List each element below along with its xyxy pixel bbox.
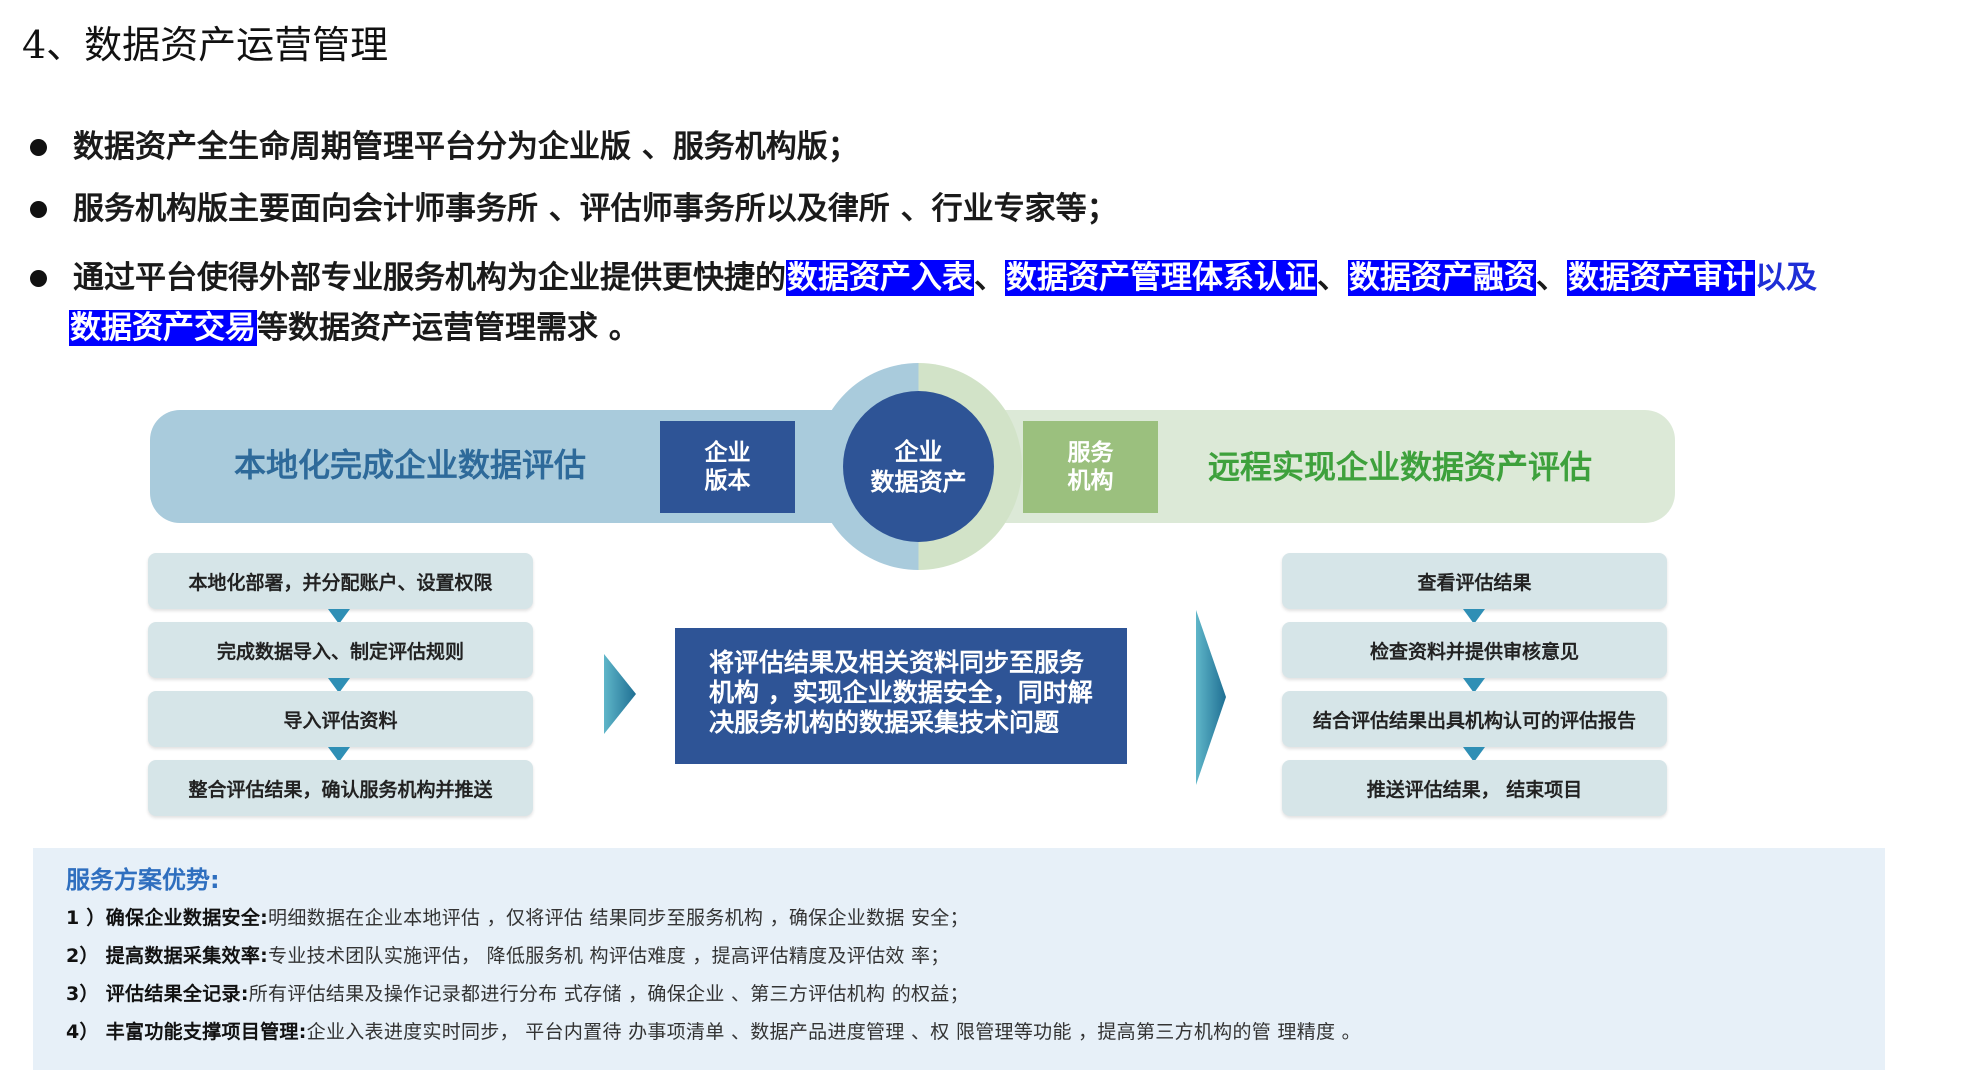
center-box-line: 决服务机构的数据采集技术问题 (709, 708, 1060, 737)
right-arrow-icon (1196, 610, 1226, 785)
left-step-2: 完成数据导入、制定评估规则 (148, 622, 533, 678)
right-step-1: 查看评估结果 (1282, 553, 1667, 609)
left-band (150, 410, 930, 523)
tag-line: 机构 (1067, 468, 1114, 494)
center-box-line: 将评估结果及相关资料同步至服务 (709, 648, 1085, 677)
circle-line: 企业 (894, 437, 943, 466)
highlight-data-asset-financing: 数据资产融资 (1348, 260, 1536, 296)
highlight-data-asset-trading: 数据资产交易 (69, 310, 257, 346)
bullet-2: 服务机构版主要面向会计师事务所 、评估师事务所以及律所 、行业专家等； (73, 191, 1118, 227)
bullet-dot (30, 270, 47, 287)
page-title: 4、数据资产运营管理 (22, 23, 389, 67)
bullet-dot (30, 139, 47, 156)
center-box-line: 机构 ，实现企业数据安全，同时解 (709, 678, 1093, 707)
bullet-dot (30, 201, 47, 218)
service-agency-tag: 服务 机构 (1023, 421, 1158, 513)
advantage-item-3: 3） 评估结果全记录:所有评估结果及操作记录都进行分布 式存储 ，确保企业 、第… (66, 979, 969, 1006)
left-step-4: 整合评估结果，确认服务机构并推送 (148, 760, 533, 816)
bullet-3-tail: 等数据资产运营管理需求 。 (257, 310, 640, 346)
circle-line: 数据资产 (870, 467, 967, 496)
advantages-title: 服务方案优势: (66, 866, 220, 894)
advantage-item-1: 1 ）确保企业数据安全:明细数据在企业本地评估 ，仅将评估 结果同步至服务机构 … (66, 903, 969, 930)
tag-line: 服务 (1067, 440, 1114, 466)
highlight-management-certification: 数据资产管理体系认证 (1005, 260, 1317, 296)
right-step-4: 推送评估结果， 结束项目 (1282, 760, 1667, 816)
down-arrow-icon (328, 609, 350, 624)
down-arrow-icon (328, 678, 350, 693)
right-arrow-icon (604, 654, 636, 734)
left-step-3: 导入评估资料 (148, 691, 533, 747)
right-step-3: 结合评估结果出具机构认可的评估报告 (1282, 691, 1667, 747)
down-arrow-icon (1463, 678, 1485, 693)
tag-line: 版本 (704, 468, 751, 494)
advantage-label: 4） 丰富功能支撑项目管理: (66, 1021, 307, 1043)
separator: 、 (974, 260, 1005, 296)
highlight-data-asset-audit: 数据资产审计 (1567, 260, 1755, 296)
right-band-label: 远程实现企业数据资产评估 (1207, 448, 1592, 486)
down-arrow-icon (328, 747, 350, 762)
separator: 、 (1317, 260, 1348, 296)
highlight-data-asset-booking: 数据资产入表 (786, 260, 974, 296)
bullet-3-and: 以及 (1755, 260, 1817, 296)
bullet-3-line-2: 数据资产交易等数据资产运营管理需求 。 (69, 304, 640, 352)
bullet-3-lead: 通过平台使得外部专业服务机构为企业提供更快捷的 (73, 260, 786, 296)
separator: 、 (1536, 260, 1567, 296)
left-band-label: 本地化完成企业数据评估 (233, 446, 586, 484)
advantage-label: 1 ）确保企业数据安全: (66, 907, 269, 929)
advantage-text: 所有评估结果及操作记录都进行分布 式存储 ，确保企业 、第三方评估机构 的权益； (248, 983, 969, 1005)
center-description-box: 将评估结果及相关资料同步至服务 机构 ，实现企业数据安全，同时解 决服务机构的数… (675, 628, 1127, 764)
advantage-label: 2） 提高数据采集效率: (66, 945, 269, 967)
tag-line: 企业 (704, 440, 751, 466)
center-circle: 企业 数据资产 (843, 391, 994, 542)
advantage-text: 明细数据在企业本地评估 ，仅将评估 结果同步至服务机构 ，确保企业数据 安全； (268, 907, 969, 929)
down-arrow-icon (1463, 747, 1485, 762)
enterprise-edition-tag: 企业 版本 (660, 421, 795, 513)
advantage-text: 专业技术团队实施评估， 降低服务机 构评估难度 ，提高评估精度及评估效 率； (268, 945, 950, 967)
advantage-item-2: 2） 提高数据采集效率:专业技术团队实施评估， 降低服务机 构评估难度 ，提高评… (66, 941, 950, 968)
advantage-label: 3） 评估结果全记录: (66, 983, 249, 1005)
bullet-1: 数据资产全生命周期管理平台分为企业版 、服务机构版； (73, 129, 859, 165)
advantages-panel (33, 848, 1885, 1070)
down-arrow-icon (1463, 609, 1485, 624)
advantage-text: 企业入表进度实时同步， 平台内置待 办事项清单 、数据产品进度管理 、权 限管理… (306, 1021, 1361, 1043)
advantage-item-4: 4） 丰富功能支撑项目管理:企业入表进度实时同步， 平台内置待 办事项清单 、数… (66, 1017, 1361, 1044)
right-step-2: 检查资料并提供审核意见 (1282, 622, 1667, 678)
left-step-1: 本地化部署，并分配账户、设置权限 (148, 553, 533, 609)
bullet-3: 通过平台使得外部专业服务机构为企业提供更快捷的数据资产入表、数据资产管理体系认证… (73, 254, 1817, 302)
